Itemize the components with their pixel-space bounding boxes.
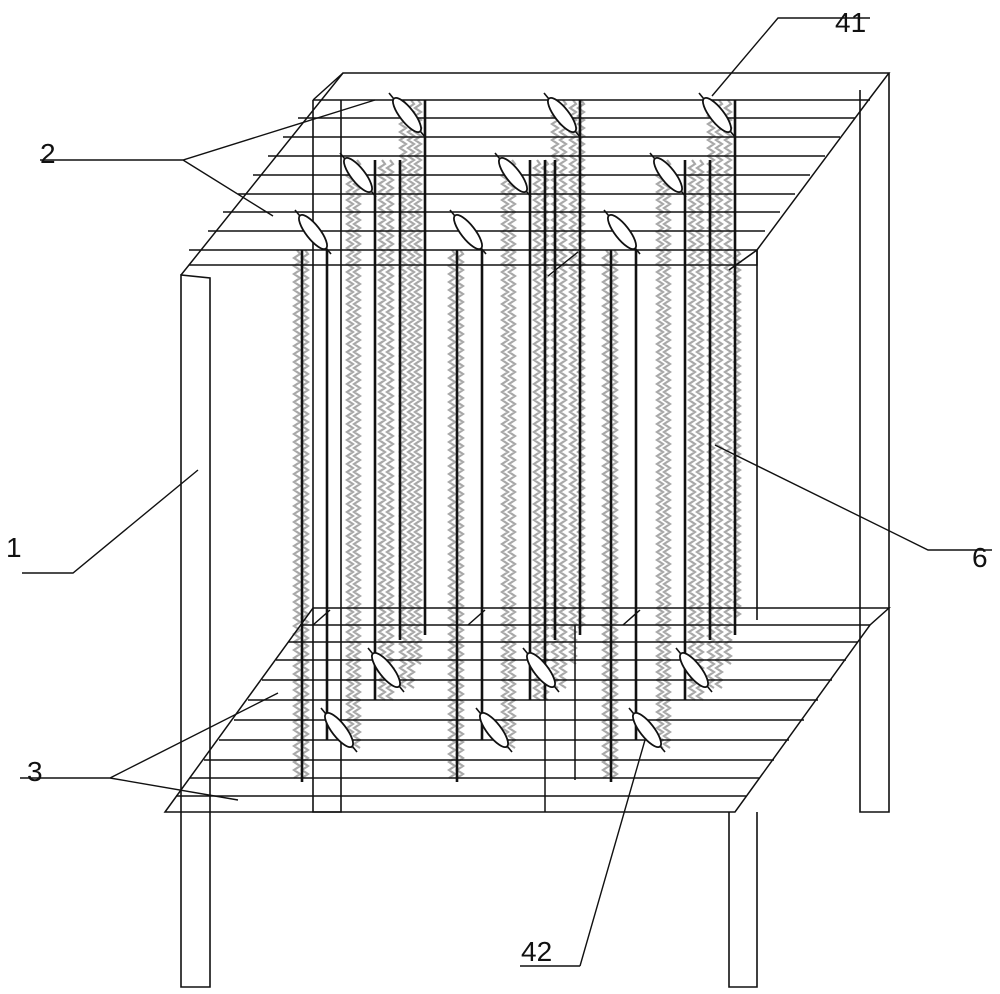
leader-41 xyxy=(711,17,870,97)
clip xyxy=(649,152,687,198)
fiber-strand xyxy=(714,99,724,689)
clip xyxy=(522,647,560,693)
leader-42 xyxy=(520,739,646,967)
label-1: 1 xyxy=(6,532,22,563)
clip xyxy=(698,92,736,138)
fiber-strand xyxy=(723,99,733,665)
fiber-strand xyxy=(292,249,302,779)
upper-grid xyxy=(180,72,891,276)
leader-3 xyxy=(20,692,279,801)
clip xyxy=(628,707,666,753)
fiber-strand xyxy=(601,249,611,779)
clip xyxy=(675,647,713,693)
fiber-strand xyxy=(662,159,672,749)
lower-grid xyxy=(163,607,891,813)
label-3: 3 xyxy=(27,756,43,787)
label-41: 41 xyxy=(835,7,866,38)
clip xyxy=(603,209,641,255)
fiber-bundles xyxy=(292,99,742,779)
clip xyxy=(320,707,358,753)
clip xyxy=(449,209,487,255)
fiber-strand xyxy=(695,159,705,701)
clip xyxy=(339,152,377,198)
fiber-strand xyxy=(413,99,423,665)
clip xyxy=(494,152,532,198)
leader-lines xyxy=(20,17,992,967)
fiber-strand xyxy=(532,159,542,701)
fiber-strand xyxy=(558,99,568,689)
clips xyxy=(294,92,736,753)
clip xyxy=(294,209,332,255)
label-2: 2 xyxy=(40,138,56,169)
fiber-strand xyxy=(576,99,586,629)
label-6: 6 xyxy=(972,542,988,573)
fiber-strand xyxy=(447,249,457,779)
fiber-strand xyxy=(507,159,517,749)
fiber-strand xyxy=(655,159,665,749)
leader-2 xyxy=(40,99,376,217)
leader-6 xyxy=(714,444,992,551)
clip xyxy=(475,707,513,753)
clip xyxy=(367,647,405,693)
clip xyxy=(543,92,581,138)
fiber-strand xyxy=(398,99,408,689)
fiber-strand xyxy=(500,159,510,749)
leader-1 xyxy=(22,469,199,574)
label-42: 42 xyxy=(521,936,552,967)
fiber-strand xyxy=(385,159,395,701)
fiber-strand xyxy=(377,159,387,701)
leader-center xyxy=(547,251,579,277)
frame xyxy=(180,73,890,988)
support-rods xyxy=(300,100,737,782)
fiber-strand xyxy=(345,159,355,749)
fiber-strand xyxy=(406,99,416,689)
clip xyxy=(388,92,426,138)
back-right-leg xyxy=(859,73,890,813)
front-right-leg xyxy=(728,812,758,988)
front-left-leg xyxy=(180,274,211,988)
fiber-strand xyxy=(687,159,697,701)
fiber-strand xyxy=(352,159,362,749)
fiber-strand xyxy=(568,99,578,665)
